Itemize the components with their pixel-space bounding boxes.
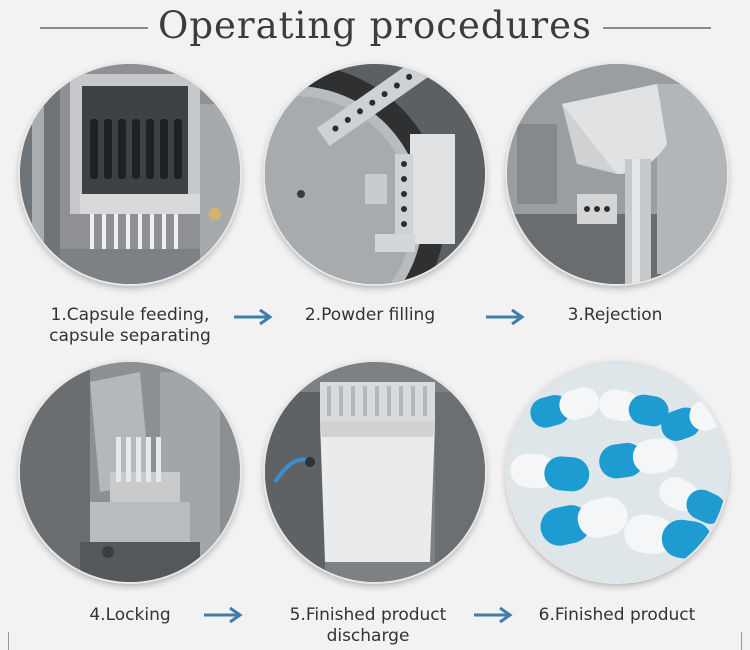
step-4-photo bbox=[20, 362, 240, 582]
step-5-photo bbox=[265, 362, 485, 582]
arrow-right-icon bbox=[234, 308, 273, 326]
arrow-right-icon bbox=[204, 606, 243, 624]
frame-edge-left bbox=[8, 632, 9, 650]
step-2-photo bbox=[265, 64, 485, 284]
step-4-label-text: 4.Locking bbox=[89, 605, 171, 625]
title-rule-right bbox=[603, 27, 711, 29]
step-1-label-text: 1.Capsule feeding,capsule separating bbox=[49, 305, 211, 346]
header: Operating procedures bbox=[0, 0, 750, 60]
step-6-label-text: 6.Finished product bbox=[538, 605, 696, 625]
step-3-label-text: 3.Rejection bbox=[567, 305, 663, 325]
step-6-label: 6.Finished product bbox=[507, 605, 727, 626]
step-1-label: 1.Capsule feeding,capsule separating bbox=[20, 305, 240, 347]
frame-edge-right bbox=[741, 632, 742, 650]
page-title: Operating procedures bbox=[158, 4, 592, 47]
arrow-right-icon bbox=[486, 308, 525, 326]
finished-capsules-image bbox=[507, 362, 727, 582]
step-2-label-text: 2.Powder filling bbox=[304, 305, 436, 325]
step-6-photo bbox=[507, 362, 727, 582]
arrow-right-icon bbox=[474, 606, 513, 624]
powder-filling-disc-image bbox=[265, 64, 485, 284]
step-2-label: 2.Powder filling bbox=[260, 305, 480, 326]
step-1-photo bbox=[20, 64, 240, 284]
locking-station-image bbox=[20, 362, 240, 582]
rejection-station-image bbox=[507, 64, 727, 284]
discharge-chute-image bbox=[265, 362, 485, 582]
capsule-feeding-machine-image bbox=[20, 64, 240, 284]
step-3-label: 3.Rejection bbox=[505, 305, 725, 326]
step-3-photo bbox=[507, 64, 727, 284]
step-4-label: 4.Locking bbox=[20, 605, 240, 626]
title-rule-left bbox=[40, 27, 148, 29]
